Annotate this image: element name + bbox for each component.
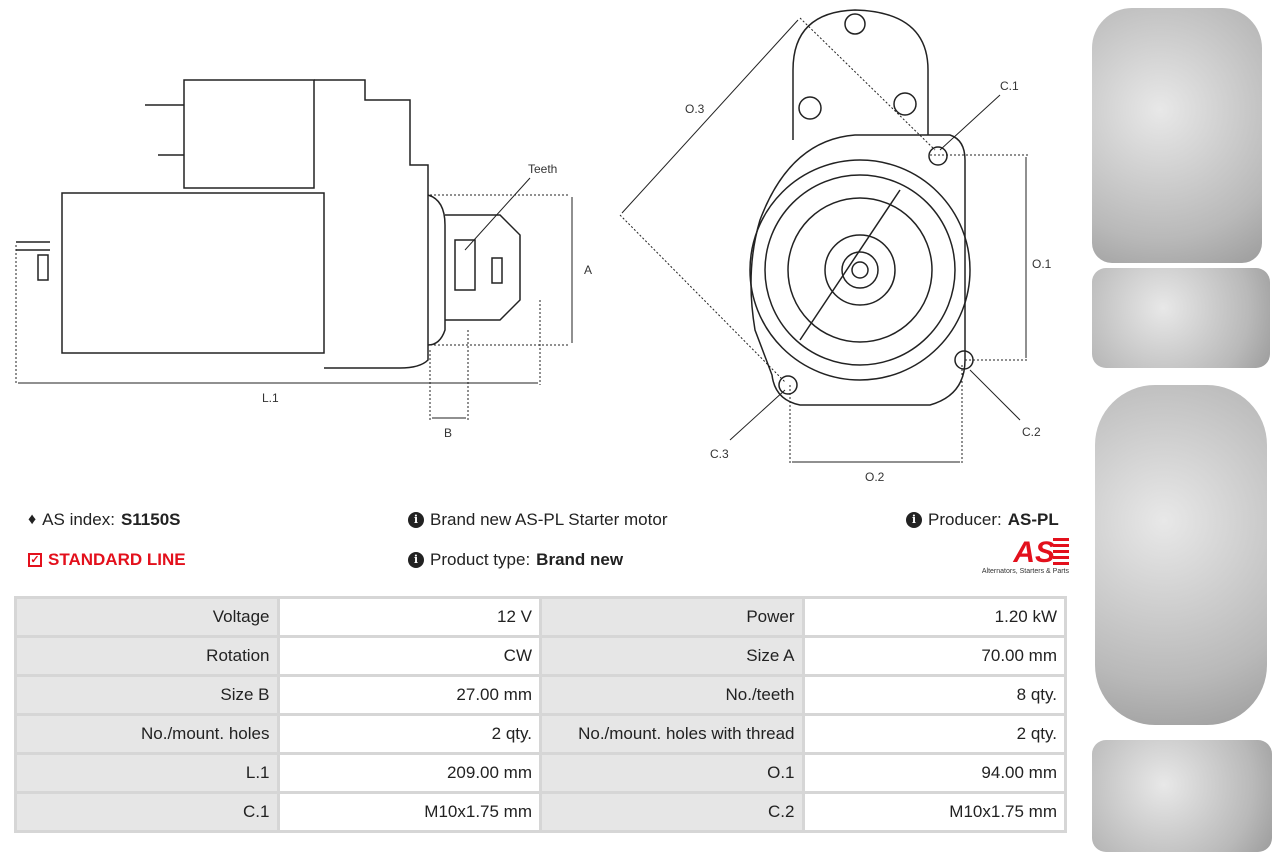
spec-label: C.2: [539, 791, 805, 833]
label-o1: O.1: [1032, 257, 1052, 271]
producer-label: Producer:: [928, 510, 1002, 529]
logo-mark: AS: [965, 538, 1069, 568]
as-index: ♦ AS index: S1150S: [28, 510, 181, 530]
label-l1: L.1: [262, 391, 279, 405]
technical-drawing: Teeth A L.1 B O.3 C.1 O.1 C.2 C.3 O.2: [15, 9, 1052, 484]
front-view-drawing: [749, 9, 974, 406]
spec-label: Power: [539, 596, 805, 638]
product-type-value: Brand new: [536, 550, 624, 569]
side-view-drawing: [16, 79, 521, 369]
as-index-label: AS index:: [42, 510, 115, 529]
spec-label: O.1: [539, 752, 805, 794]
spec-label: L.1: [14, 752, 280, 794]
as-pl-logo: AS Alternators, Starters & Parts: [965, 538, 1069, 575]
product-line: ✓ STANDARD LINE: [28, 550, 186, 570]
logo-tagline: Alternators, Starters & Parts: [981, 568, 1069, 575]
label-c3: C.3: [710, 447, 729, 461]
spec-value: 70.00 mm: [801, 635, 1067, 677]
spec-label: C.1: [14, 791, 280, 833]
label-o2: O.2: [865, 470, 885, 484]
product-photo-side[interactable]: [1092, 268, 1270, 368]
spec-value: 1.20 kW: [801, 596, 1067, 638]
producer-value: AS-PL: [1007, 510, 1059, 529]
spec-value: 2 qty.: [276, 713, 542, 755]
product-line-label: STANDARD LINE: [48, 550, 186, 569]
label-c1: C.1: [1000, 79, 1019, 93]
info-icon: i: [408, 512, 424, 528]
spec-label: Voltage: [14, 596, 280, 638]
product-photo-rear[interactable]: [1095, 385, 1267, 725]
label-b: B: [444, 426, 452, 440]
spec-label: No./teeth: [539, 674, 805, 716]
spec-value: M10x1.75 mm: [801, 791, 1067, 833]
label-a: A: [584, 263, 592, 277]
spec-label: Size A: [539, 635, 805, 677]
description-text: Brand new AS-PL Starter motor: [430, 510, 668, 529]
spec-value: M10x1.75 mm: [276, 791, 542, 833]
tags-icon: ♦: [28, 511, 37, 528]
product-photo-front[interactable]: [1092, 8, 1262, 263]
label-o3: O.3: [685, 102, 705, 116]
product-type-label: Product type:: [430, 550, 531, 569]
spec-value: 8 qty.: [801, 674, 1067, 716]
spec-label: No./mount. holes: [14, 713, 280, 755]
checkbox-icon: ✓: [28, 553, 42, 567]
description: i Brand new AS-PL Starter motor: [408, 510, 667, 530]
info-icon: i: [906, 512, 922, 528]
spec-value: 209.00 mm: [276, 752, 542, 794]
producer: i Producer: AS-PL: [906, 510, 1059, 530]
label-teeth: Teeth: [528, 162, 557, 176]
product-type: i Product type: Brand new: [408, 550, 623, 570]
product-photo-side-2[interactable]: [1092, 740, 1272, 852]
spec-label: Size B: [14, 674, 280, 716]
spec-label: No./mount. holes with thread: [539, 713, 805, 755]
spec-value: CW: [276, 635, 542, 677]
as-index-value: S1150S: [120, 510, 181, 529]
spec-value: 27.00 mm: [276, 674, 542, 716]
spec-label: Rotation: [14, 635, 280, 677]
spec-value: 94.00 mm: [801, 752, 1067, 794]
info-icon: i: [408, 552, 424, 568]
label-c2: C.2: [1022, 425, 1041, 439]
spec-value: 12 V: [276, 596, 542, 638]
spec-value: 2 qty.: [801, 713, 1067, 755]
